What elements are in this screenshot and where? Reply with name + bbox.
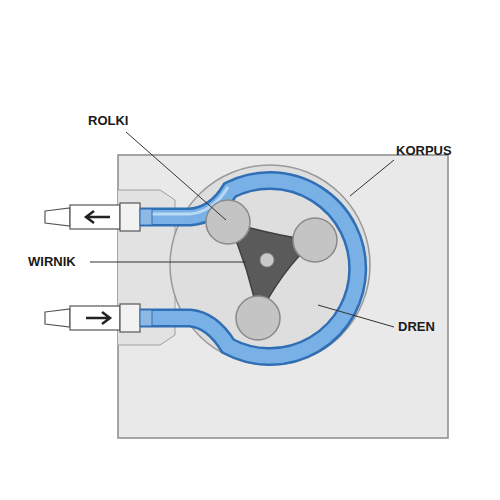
housing: [118, 155, 448, 438]
rollers: [206, 200, 337, 340]
part-label: DREN: [398, 319, 435, 335]
leader-lines: [90, 132, 394, 327]
part-label: WIRNIK: [28, 254, 76, 270]
tube: [140, 181, 358, 357]
part-label: ROLKI: [88, 113, 128, 129]
part-label: KORPUS: [396, 143, 452, 159]
rotor-shaft: [260, 253, 274, 267]
